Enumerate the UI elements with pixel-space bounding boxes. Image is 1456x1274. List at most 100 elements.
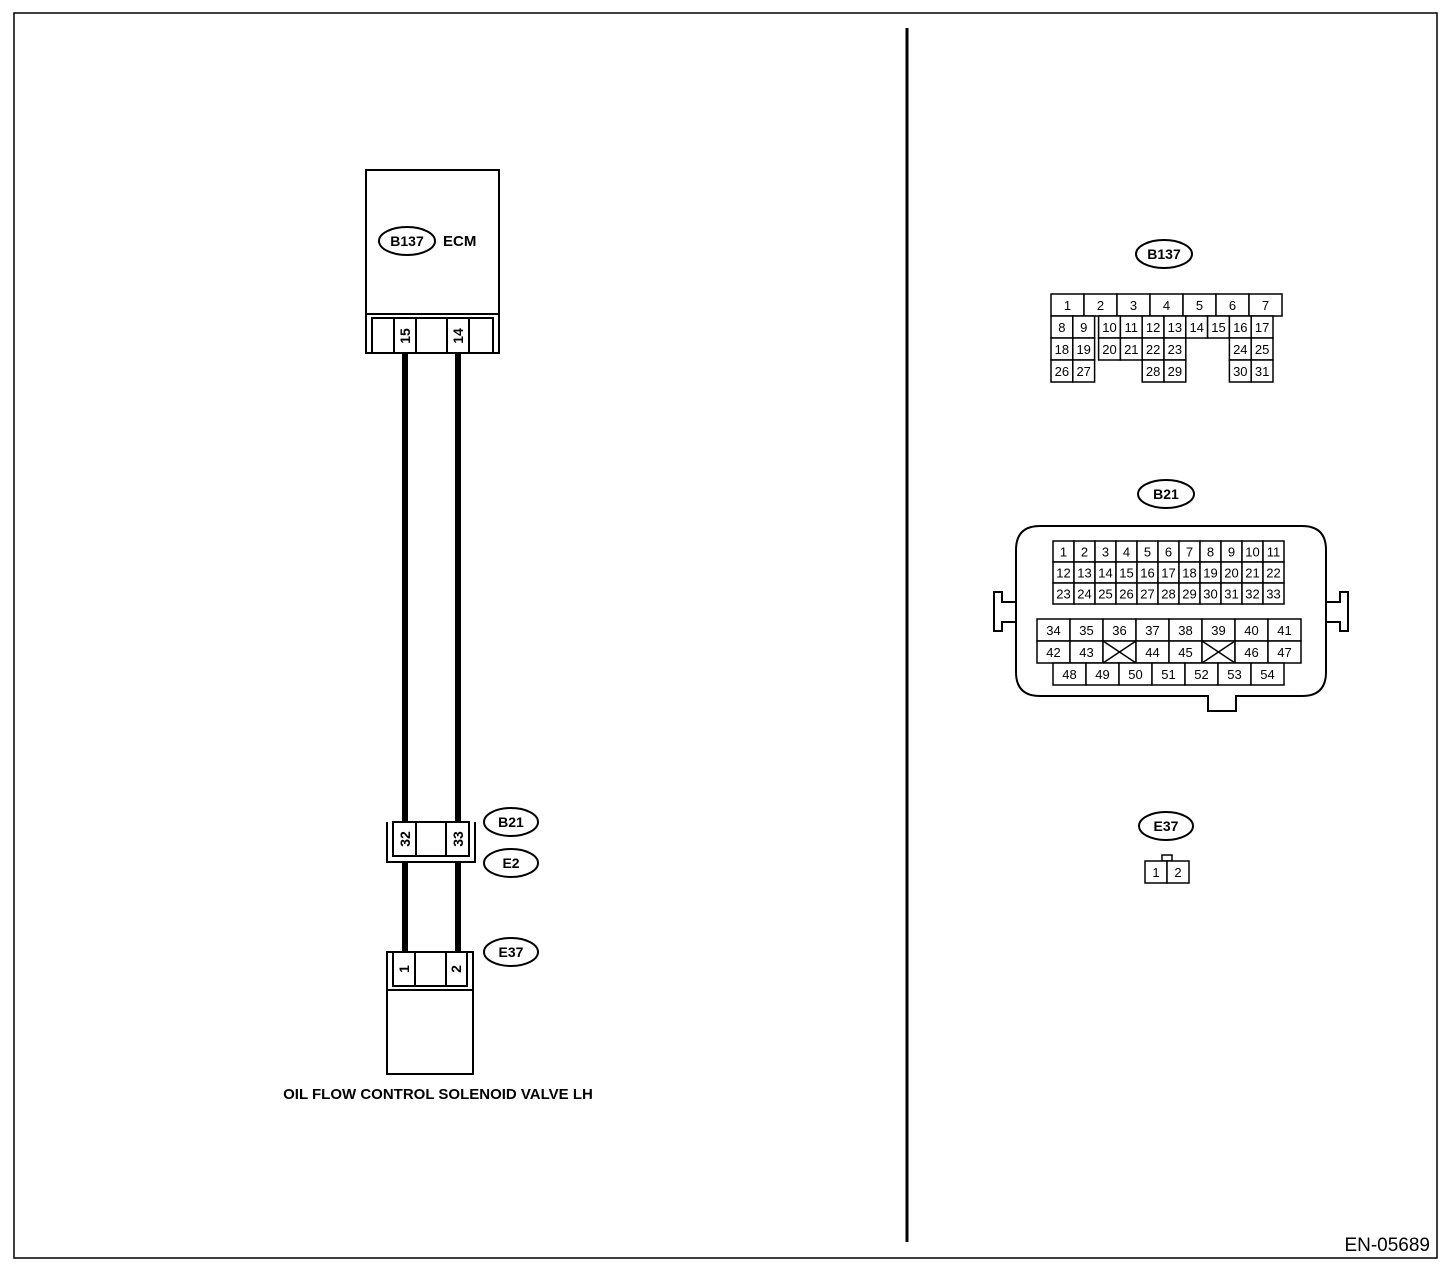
b137-pin-9: 9 <box>1080 320 1087 335</box>
b21-pin-32: 32 <box>1245 587 1259 602</box>
b137-pin-16: 16 <box>1233 320 1247 335</box>
b21-pin-46: 46 <box>1244 645 1258 660</box>
ecm-module: B137 ECM <box>365 169 500 315</box>
b137-pin-19: 19 <box>1076 342 1090 357</box>
b21-pin-54: 54 <box>1260 667 1274 682</box>
b137-pin-21: 21 <box>1124 342 1138 357</box>
e37-view-pin-2: 2 <box>1174 865 1181 880</box>
b21-pin-3: 3 <box>1102 545 1109 560</box>
b21-pin-32: 32 <box>397 831 413 847</box>
b21-pin-47: 47 <box>1277 645 1291 660</box>
b137-pin-30: 30 <box>1233 364 1247 379</box>
b21-pin-17: 17 <box>1161 566 1175 581</box>
b137-pin-2: 2 <box>1097 298 1104 313</box>
b21-pin-2: 2 <box>1081 545 1088 560</box>
b137-pin-3: 3 <box>1130 298 1137 313</box>
b21-pin-38: 38 <box>1178 623 1192 638</box>
b21-tag: B21 <box>498 814 524 830</box>
b137-pin-27: 27 <box>1076 364 1090 379</box>
b21-pin-21: 21 <box>1245 566 1259 581</box>
b21-pin-12: 12 <box>1056 566 1070 581</box>
ecm-pin-15: 15 <box>397 328 413 344</box>
b137-pin-22: 22 <box>1146 342 1160 357</box>
b21-pin-4: 4 <box>1123 545 1130 560</box>
b21-pin-26: 26 <box>1119 587 1133 602</box>
e37-view-tag: E37 <box>1154 818 1179 834</box>
b21-pin-35: 35 <box>1079 623 1093 638</box>
b21-e2-connector: 32 33 B21 E2 <box>386 807 539 878</box>
solenoid-valve: 1 2 E37 OIL FLOW CONTROL SOLENOID VALVE … <box>283 937 593 1103</box>
e37-pin-2: 2 <box>448 965 464 973</box>
b137-pin-31: 31 <box>1255 364 1269 379</box>
b137-pin-7: 7 <box>1262 298 1269 313</box>
b137-pin-15: 15 <box>1211 320 1225 335</box>
b21-pin-28: 28 <box>1161 587 1175 602</box>
b137-pin-14: 14 <box>1189 320 1203 335</box>
b137-pin-29-cell <box>1163 359 1187 383</box>
b21-pin-19: 19 <box>1203 566 1217 581</box>
b21-pin-16: 16 <box>1140 566 1154 581</box>
b137-pin-29: 29 <box>1168 364 1182 379</box>
b21-pin-14: 14 <box>1098 566 1112 581</box>
b21-pin-40: 40 <box>1244 623 1258 638</box>
b21-pin-18: 18 <box>1182 566 1196 581</box>
b21-pin-42: 42 <box>1046 645 1060 660</box>
b21-pin-53: 53 <box>1227 667 1241 682</box>
b21-pin-5: 5 <box>1144 545 1151 560</box>
b137-pin-20: 20 <box>1102 342 1116 357</box>
b21-pin-45: 45 <box>1178 645 1192 660</box>
b21-pin-34: 34 <box>1046 623 1060 638</box>
b21-pin-48: 48 <box>1062 667 1076 682</box>
b21-pin-43: 43 <box>1079 645 1093 660</box>
b137-pin-12: 12 <box>1146 320 1160 335</box>
b21-pin-27: 27 <box>1140 587 1154 602</box>
b137-view-tag: B137 <box>1147 246 1181 262</box>
b21-pin-13: 13 <box>1077 566 1091 581</box>
b137-pin-5: 5 <box>1196 298 1203 313</box>
b137-pin-26: 26 <box>1055 364 1069 379</box>
b21-pin-50: 50 <box>1128 667 1142 682</box>
b137-pin-10: 10 <box>1102 320 1116 335</box>
b21-pin-37: 37 <box>1145 623 1159 638</box>
b21-pin-30: 30 <box>1203 587 1217 602</box>
b21-pin-25: 25 <box>1098 587 1112 602</box>
figure-code: EN-05689 <box>1344 1235 1430 1256</box>
b21-pin-23: 23 <box>1056 587 1070 602</box>
b137-pin-28: 28 <box>1146 364 1160 379</box>
b137-pin-6: 6 <box>1229 298 1236 313</box>
b21-pin-41: 41 <box>1277 623 1291 638</box>
b137-pin-18: 18 <box>1055 342 1069 357</box>
b21-pin-15: 15 <box>1119 566 1133 581</box>
b21-pin-39: 39 <box>1211 623 1225 638</box>
b21-pin-6: 6 <box>1165 545 1172 560</box>
b21-pin-36: 36 <box>1112 623 1126 638</box>
outer-frame <box>13 12 1438 1259</box>
e37-view-pin-2-cell <box>1166 860 1190 884</box>
b21-pin-24: 24 <box>1077 587 1091 602</box>
b21-pin-9: 9 <box>1228 545 1235 560</box>
ecm-connector-tag: B137 <box>390 233 424 249</box>
b137-pin-1: 1 <box>1064 298 1071 313</box>
b137-pin-11: 11 <box>1125 320 1139 335</box>
b137-pin-23: 23 <box>1168 342 1182 357</box>
b21-pin-33-cell <box>1262 582 1285 605</box>
b21-pin-49: 49 <box>1095 667 1109 682</box>
b21-pin-22: 22 <box>1266 566 1280 581</box>
b21-pin-52: 52 <box>1194 667 1208 682</box>
ecm-pin-14: 14 <box>450 328 466 344</box>
ecm-connector: 15 14 <box>365 314 500 354</box>
b137-pin-13: 13 <box>1168 320 1182 335</box>
b137-pin-31-cell <box>1250 359 1274 383</box>
b137-pin-25: 25 <box>1255 342 1269 357</box>
b137-pin-24: 24 <box>1233 342 1247 357</box>
b21-pin-31: 31 <box>1224 587 1238 602</box>
e37-pin-1: 1 <box>396 965 412 973</box>
e37-tag: E37 <box>499 944 524 960</box>
b21-pin-44: 44 <box>1145 645 1159 660</box>
b21-pin-33: 33 <box>450 831 466 847</box>
b21-pin-10: 10 <box>1245 545 1259 560</box>
b137-pin-8: 8 <box>1058 320 1065 335</box>
